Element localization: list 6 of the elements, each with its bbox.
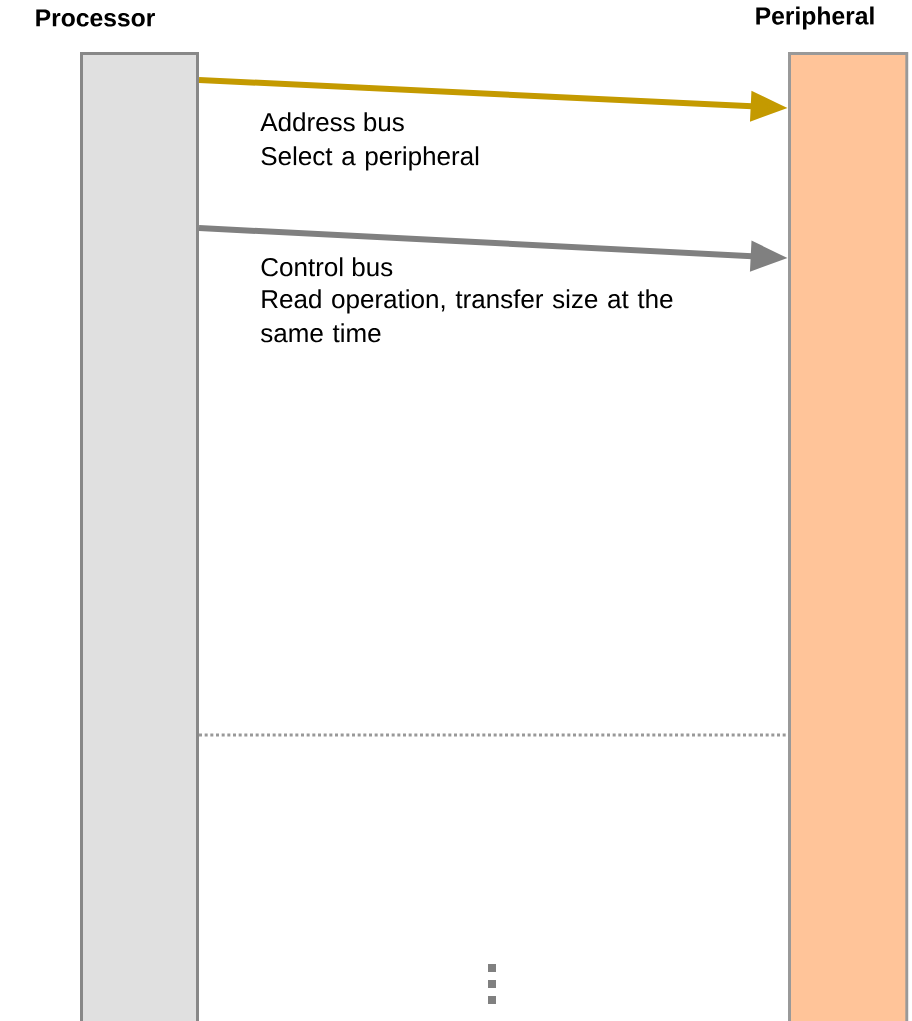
column-heading: Peripheral (756, 6, 874, 30)
column-heading: Processor (36, 9, 155, 27)
bus-description: Read operation, transfer size at the same time (261, 289, 673, 343)
edge-label: Address bus (260, 112, 404, 132)
bus-description: Select a peripheral (261, 146, 479, 171)
edge-label: Control bus (261, 257, 393, 277)
